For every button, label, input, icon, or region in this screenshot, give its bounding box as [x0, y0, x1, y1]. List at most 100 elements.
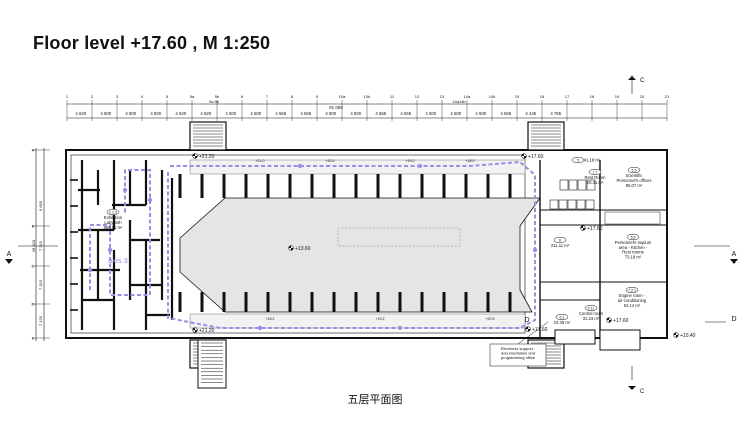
section-arrow: [730, 259, 738, 264]
section-mark-a-right: A: [732, 251, 737, 258]
room-number-badge: [627, 166, 641, 174]
level-symbol-fill: [525, 326, 531, 332]
column: [464, 292, 468, 312]
ramp-level-label: +20.5: [325, 159, 334, 163]
staircase: [189, 121, 227, 151]
axis-label-top: 11: [390, 94, 395, 99]
path-arrow: [397, 325, 403, 331]
ramp-level-label: +18.5: [465, 159, 474, 163]
dimension-overall-left: 9a 9b: [209, 99, 220, 104]
dimension-value: 4 500: [250, 111, 261, 116]
plan-caption: 五层平面图: [347, 393, 403, 406]
ramp-level-label: +19.2: [405, 159, 414, 163]
level-outside: +10.40: [680, 333, 696, 339]
room-area: 85.07 m²: [626, 183, 643, 188]
section-mark-d-plan: D: [524, 317, 529, 324]
axis-label-top: 16: [540, 94, 545, 99]
ramp-level-label: +21.0: [255, 159, 264, 163]
column: [354, 292, 358, 312]
section-mark-d-right: D: [731, 316, 736, 323]
column: [178, 292, 182, 312]
axis-label-top: 12: [415, 94, 420, 99]
axis-label-top: 5b: [215, 94, 220, 99]
room-number-badge: [555, 313, 569, 321]
level-symbol-fill: [192, 327, 198, 333]
level-symbol-fill: [521, 153, 527, 159]
dimension-value: 7 125: [38, 315, 43, 326]
path-arrow: [532, 247, 538, 253]
path-arrow: [147, 197, 153, 203]
dimension-value: 4 500: [125, 111, 136, 116]
axis-label-left: B: [32, 224, 35, 229]
axis-label-top: 19: [615, 94, 620, 99]
wc-stall: [576, 199, 586, 210]
column: [376, 174, 380, 198]
room-number-badge: [106, 208, 120, 216]
level-top-right: +17.60: [528, 154, 544, 160]
room-number: 6.6: [631, 235, 636, 239]
wc-stall: [586, 179, 596, 191]
column: [266, 174, 270, 198]
axis-label-left: A: [32, 148, 35, 153]
dimension-overall-right: 14a14b: [452, 99, 466, 104]
level-top-left: +21.20: [199, 154, 215, 160]
central-hall: [179, 197, 541, 313]
column: [508, 292, 512, 312]
axis-label-top: 7: [266, 94, 269, 99]
visitor-path: [89, 160, 536, 329]
inner-outline: [70, 154, 526, 334]
column: [398, 174, 402, 198]
section-arrow: [628, 386, 636, 390]
column: [288, 174, 292, 198]
axis-label-top: 6: [241, 94, 244, 99]
room-area: 23.36 m²: [554, 320, 571, 325]
axis-label-top: 1: [66, 94, 69, 99]
column: [442, 174, 446, 198]
dimension-overall: 28 420: [31, 239, 36, 252]
room-number-badge: [584, 304, 598, 312]
dimension-value: 4 565: [275, 111, 286, 116]
dimension-value: 6 665: [38, 200, 43, 211]
staircase: [527, 121, 565, 151]
ramp-level-label: +19.2: [375, 317, 384, 321]
column: [266, 292, 270, 312]
callout-leader: [517, 321, 549, 345]
dimension-value: 4 765: [550, 111, 561, 116]
room-area: 560.51 m²: [104, 225, 123, 230]
level-bottom-left: +21.20: [199, 328, 215, 334]
room-number-badge: [571, 156, 585, 164]
room-area: 211.11 m²: [551, 243, 570, 248]
column: [420, 174, 424, 198]
column: [486, 174, 490, 198]
axis-label-top: 5: [166, 94, 169, 99]
axis-label-top: 20: [640, 94, 645, 99]
room-area: 20.41 m²: [587, 180, 604, 185]
axis-label-left: D: [32, 302, 35, 307]
path-arrow: [257, 325, 263, 331]
ramp-level-label: +20.5: [485, 317, 494, 321]
dimension-value: 4 500: [225, 111, 236, 116]
room-number-badge: [553, 236, 567, 244]
section-mark-c-bottom: C: [640, 389, 645, 395]
column: [222, 174, 226, 198]
axis-label-top: 2: [91, 94, 94, 99]
axis-label-top: 13: [440, 94, 445, 99]
annex: [554, 329, 596, 345]
wc-stall: [549, 199, 559, 210]
column: [332, 292, 336, 312]
room-number: 6: [559, 238, 561, 242]
column: [244, 292, 248, 312]
gallery-bottom: [189, 313, 526, 329]
column: [398, 292, 402, 312]
room-name: Engine room -air-conditioning: [618, 293, 647, 303]
axis-label-top: 18: [590, 94, 595, 99]
dimension-value: 4 620: [175, 111, 186, 116]
column: [354, 174, 358, 198]
axis-label-top: 10a: [339, 94, 346, 99]
room-area: 62.14 m²: [624, 303, 641, 308]
level-bottom-right: +17.60: [532, 327, 548, 333]
level-symbol-fill: [606, 317, 612, 323]
room-name: Control room: [579, 311, 604, 316]
